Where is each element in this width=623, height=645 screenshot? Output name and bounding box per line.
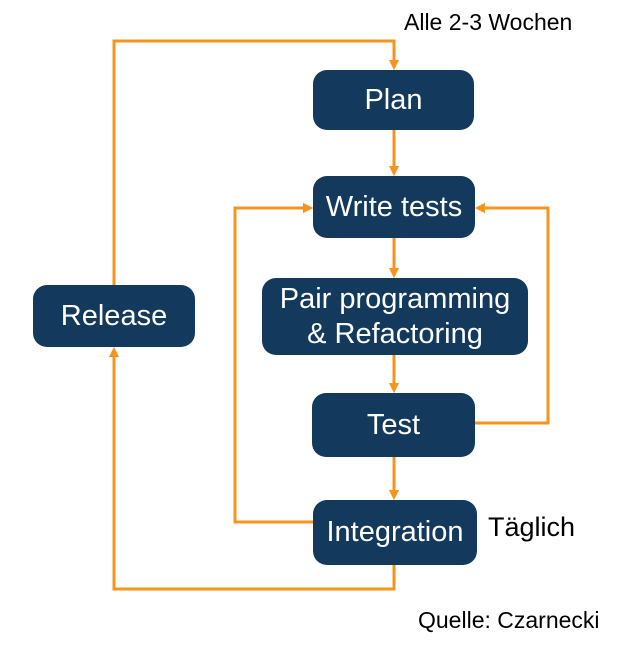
box-pair-programming-refactoring: Pair programming & Refactoring bbox=[262, 278, 528, 355]
arrow-integration-to-release bbox=[108, 346, 396, 591]
arrow-release-to-plan bbox=[112, 39, 400, 285]
box-release-label: Release bbox=[60, 299, 168, 332]
box-write-tests-label: Write tests bbox=[325, 190, 463, 223]
arrow-test-to-write-tests-loop bbox=[474, 202, 550, 425]
box-plan-label: Plan bbox=[364, 83, 423, 116]
box-integration: Integration bbox=[313, 500, 477, 565]
box-plan: Plan bbox=[313, 70, 474, 130]
label-source: Quelle: Czarnecki bbox=[418, 607, 600, 633]
box-pair-label-line2: & Refactoring bbox=[307, 317, 483, 350]
box-integration-label: Integration bbox=[326, 516, 464, 549]
arrow-integration-to-write-tests-loop bbox=[233, 202, 314, 524]
box-test-label: Test bbox=[366, 408, 421, 441]
label-daily: Täglich bbox=[488, 512, 576, 542]
box-release: Release bbox=[33, 285, 195, 347]
box-test: Test bbox=[312, 393, 475, 457]
label-cycle-duration: Alle 2-3 Wochen bbox=[404, 9, 573, 35]
box-write-tests: Write tests bbox=[313, 176, 475, 238]
box-pair-label-line1: Pair programming bbox=[279, 282, 511, 315]
